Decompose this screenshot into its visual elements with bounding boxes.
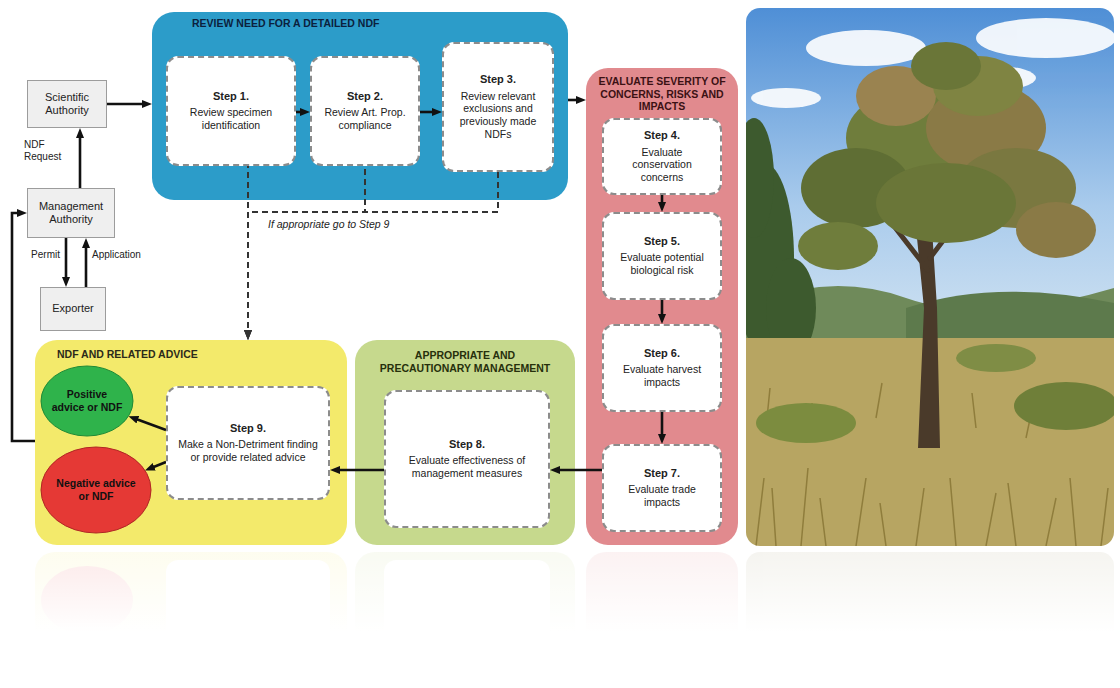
stage-band: EVALUATE SEVERITY OF CONCERNS, RISKS AND… [586,68,738,545]
step-number: Step 8. [449,438,485,451]
step-box: Step 7. Evaluate trade impacts [602,444,722,532]
step-box: Step 2. Review Art. Prop. compliance [310,56,420,166]
step-text: Review specimen identification [176,106,286,132]
authority-box: Scientific Authority [27,80,107,128]
step-box: Step 8. Evaluate effectiveness of managem… [384,390,550,528]
edge-label: If appropriate go to Step 9 [268,218,468,231]
connector [12,213,35,441]
edge-label-box: Permit [20,249,60,261]
edge-label: Application [92,249,150,261]
band-heading: EVALUATE SEVERITY OF CONCERNS, RISKS AND… [586,68,738,113]
band-heading: APPROPRIATE AND PRECAUTIONARY MANAGEMENT [355,340,575,374]
tree-photo [746,8,1114,546]
advice-ellipse: Positive advice or NDF [40,365,134,437]
box-label: Management Authority [32,200,110,226]
advice-text: Negative advice or NDF [53,477,138,502]
edge-label-box: Application [92,249,150,261]
connector [247,166,249,334]
connector [661,195,664,206]
stage-band: APPROPRIATE AND PRECAUTIONARY MANAGEMENT… [355,340,575,545]
step-number: Step 4. [644,129,680,142]
step-text: Evaluate effectiveness of management mea… [394,454,540,480]
authority-box: Management Authority [27,188,115,238]
step-text: Evaluate harvest impacts [612,363,712,389]
step-number: Step 9. [230,422,266,435]
step-text: Review Art. Prop. compliance [320,106,410,132]
connector [248,172,498,334]
edge-label: Permit [20,249,60,261]
connector [336,469,384,472]
edge-label-box: If appropriate go to Step 9 [268,218,468,231]
connector [65,238,68,281]
connector [296,111,304,114]
connector [151,462,167,468]
reflection-fade [0,548,1120,688]
step-number: Step 1. [213,90,249,103]
stage-band: REVIEW NEED FOR A DETAILED NDF Step 1. Rev… [152,12,568,200]
band-heading: REVIEW NEED FOR A DETAILED NDF [152,12,568,30]
step-number: Step 6. [644,347,680,360]
step-text: Review relevant exclusions and previousl… [452,90,544,141]
box-label: Scientific Authority [32,91,102,117]
step-box: Step 1. Review specimen identification [166,56,296,166]
connector [79,134,82,188]
step-number: Step 3. [480,73,516,86]
tree [798,42,1096,448]
step-number: Step 5. [644,235,680,248]
connector [420,111,436,114]
ellipse-outline [41,447,151,533]
step-box: Step 9. Make a Non-Detriment finding or p… [166,386,330,500]
step-box: Step 5. Evaluate potential biological ris… [602,212,722,300]
authority-box: Exporter [40,287,106,331]
band-heading: NDF AND RELATED ADVICE [35,340,347,361]
connector [85,244,88,287]
step-text: Evaluate trade impacts [612,483,712,509]
box-label: Exporter [52,302,94,315]
step-text: Evaluate conservation concerns [612,146,712,184]
step-number: Step 2. [347,90,383,103]
connector [556,469,602,472]
stage-band: NDF AND RELATED ADVICE Positive advice or… [35,340,347,545]
step-text: Make a Non-Detriment finding or provide … [176,438,320,464]
step-number: Step 7. [644,467,680,480]
step-box: Step 6. Evaluate harvest impacts [602,324,722,412]
connector [661,300,664,318]
edge-label: NDF Request [24,139,76,163]
step-box: Step 3. Review relevant exclusions and pr… [442,42,554,172]
connector [568,99,580,102]
connector [661,412,664,438]
step-text: Evaluate potential biological risk [612,251,712,277]
connector [107,103,146,106]
step-box: Step 4. Evaluate conservation concerns [602,118,722,195]
advice-text: Positive advice or NDF [51,388,122,413]
connector [248,166,365,334]
advice-ellipse: Negative advice or NDF [40,446,152,534]
ellipse-outline [41,366,133,436]
connector [134,418,166,430]
edge-label-box: NDF Request [24,139,76,163]
